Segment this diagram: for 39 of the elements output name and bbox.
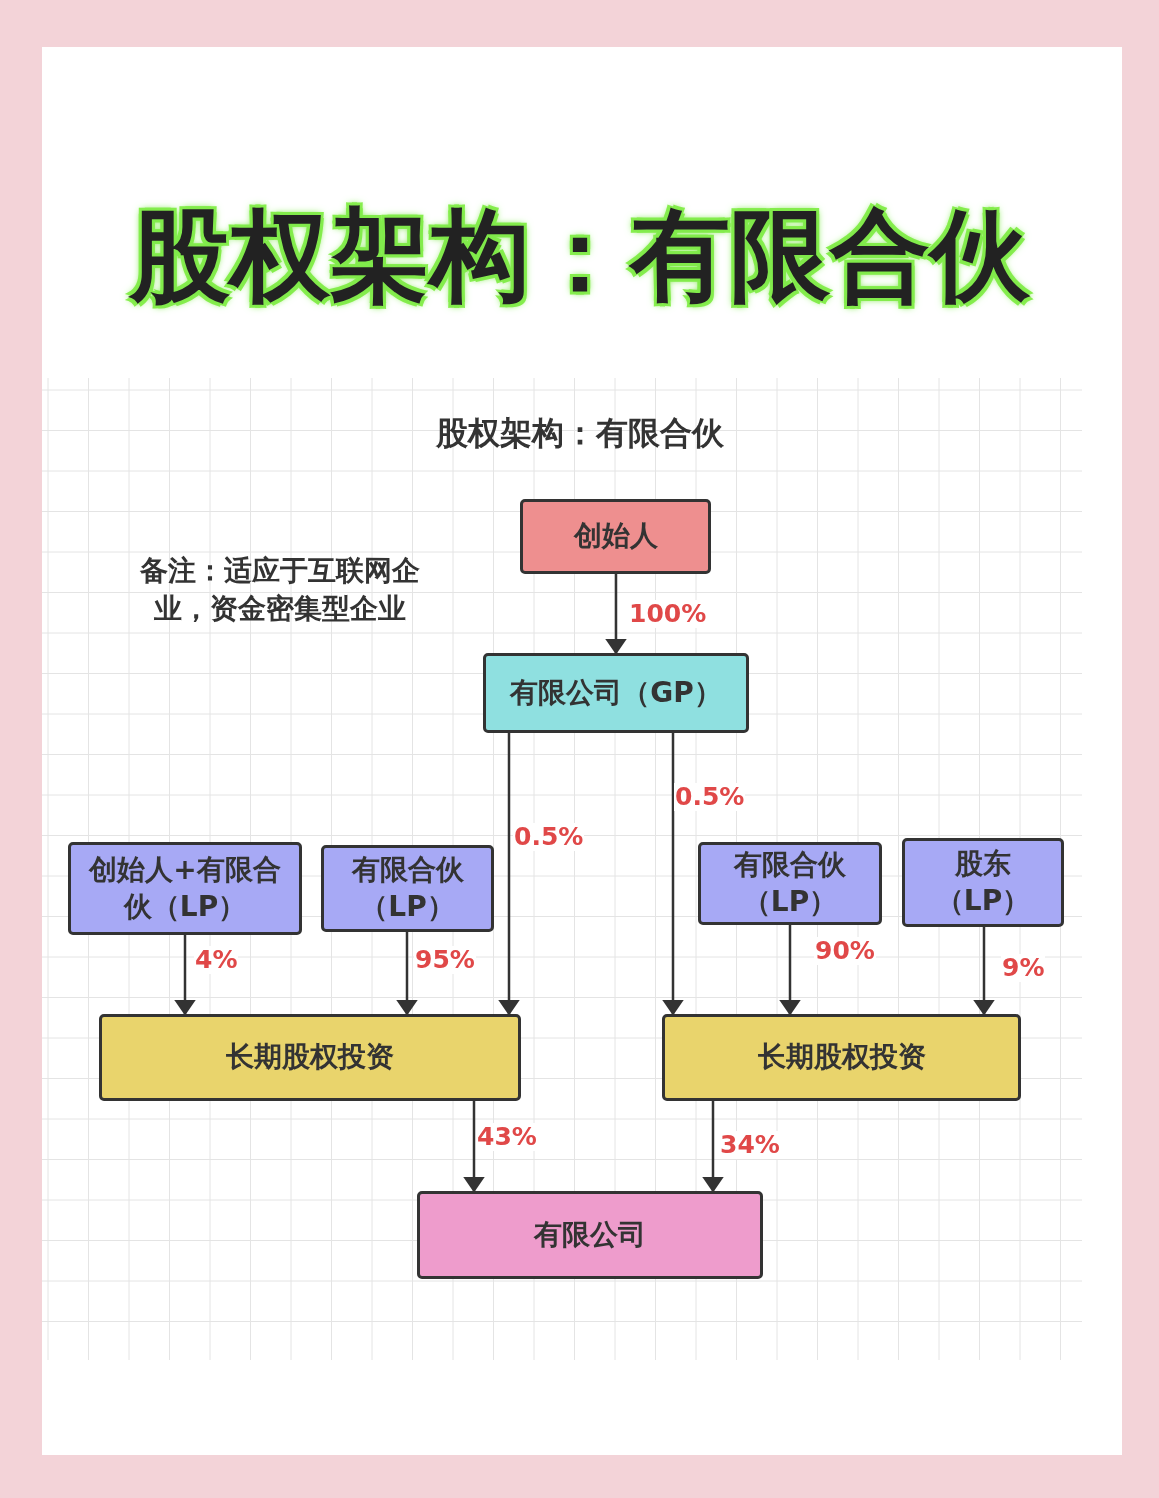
entity-box xyxy=(520,499,711,574)
title: 股权架构：有限合伙 xyxy=(127,196,1031,316)
arrow xyxy=(399,932,415,1016)
node-label: 长期股权投资 xyxy=(226,1039,394,1076)
edge-label: 4% xyxy=(194,946,239,974)
arrow xyxy=(501,733,517,1016)
entity-box xyxy=(662,1014,1021,1101)
node-label: 创始人+有限合伙（LP） xyxy=(88,852,282,925)
arrow xyxy=(177,935,193,1016)
edge-label: 9% xyxy=(1001,954,1046,982)
node-label: 有限合伙（LP） xyxy=(350,852,465,925)
entity-box xyxy=(321,845,494,932)
edge-label: 90% xyxy=(814,937,876,965)
node-label: 有限公司（GP） xyxy=(510,674,722,711)
entity-box xyxy=(99,1014,521,1101)
arrow xyxy=(608,574,624,655)
arrow xyxy=(976,927,992,1016)
edge-label: 100% xyxy=(628,600,708,628)
arrow xyxy=(782,925,798,1016)
note-text: 备注：适应于互联网企业，资金密集型企业 xyxy=(139,553,421,627)
node-label: 创始人 xyxy=(573,518,658,555)
edge-label: 0.5% xyxy=(513,823,585,851)
node-label: 有限公司 xyxy=(534,1216,646,1253)
arrow xyxy=(665,733,681,1016)
entity-box xyxy=(483,653,749,733)
entity-box xyxy=(417,1191,763,1279)
entity-box xyxy=(902,838,1064,927)
node-label: 股东（LP） xyxy=(934,846,1032,919)
edge-label: 34% xyxy=(719,1131,781,1159)
entity-box xyxy=(68,842,302,935)
node-label: 有限合伙（LP） xyxy=(732,847,847,920)
entity-box xyxy=(698,842,882,925)
subtitle: 股权架构：有限合伙 xyxy=(434,413,725,454)
edge-label: 43% xyxy=(476,1123,538,1151)
node-label: 长期股权投资 xyxy=(757,1039,926,1076)
edge-label: 0.5% xyxy=(674,783,746,811)
arrow xyxy=(705,1101,721,1193)
arrow xyxy=(466,1101,482,1193)
edge-label: 95% xyxy=(414,946,476,974)
